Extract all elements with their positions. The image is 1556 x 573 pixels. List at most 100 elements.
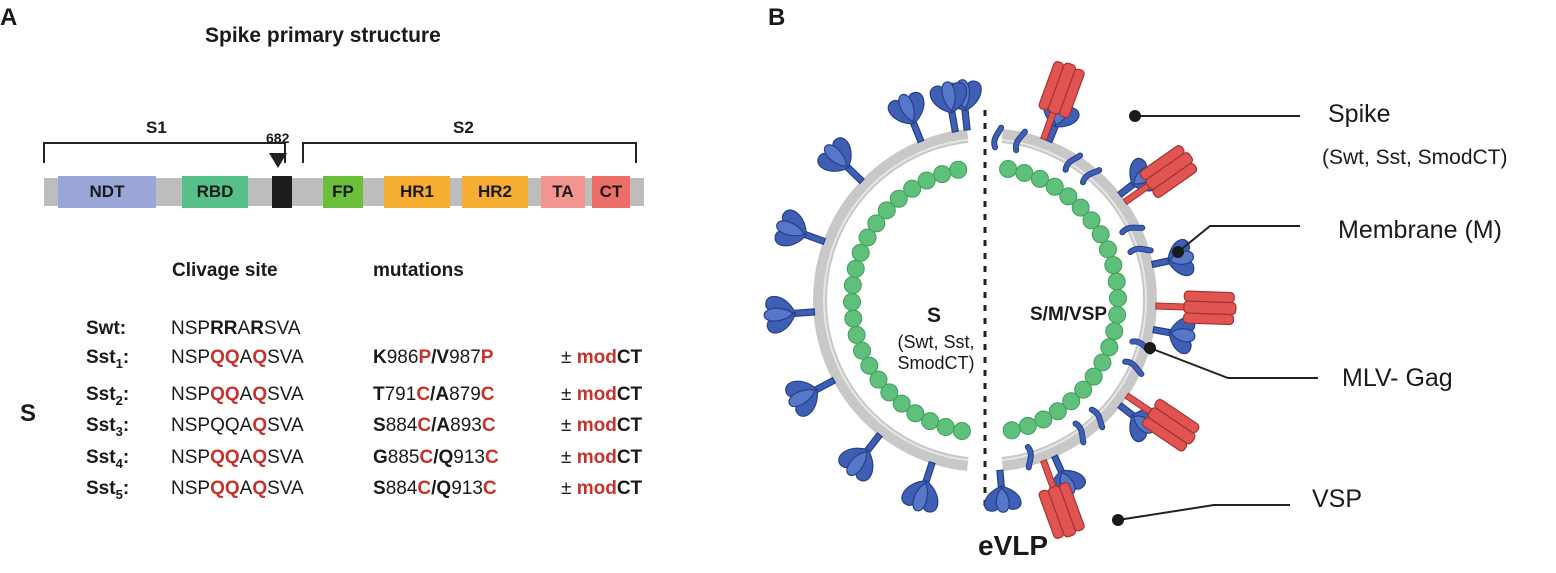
sequence-segment: NSPQQA [171, 415, 253, 436]
mutation-segment: 791 [384, 384, 417, 405]
mutation-segment: P [480, 347, 494, 368]
mutation-segment: / [431, 415, 437, 436]
left-half-sub: (Swt, Sst, SmodCT) [886, 332, 986, 374]
sequence-segment: Q [252, 447, 268, 468]
callout-gag: MLV- Gag [1342, 364, 1453, 392]
mutation-segment: / [433, 447, 439, 468]
gag-bead [843, 276, 862, 295]
mutation-segment: C [417, 478, 432, 499]
mutation-segment: C [419, 447, 434, 468]
sequence-segment: SVA [267, 415, 304, 436]
vsp-icon [1122, 145, 1198, 206]
mutation-segment: / [431, 347, 437, 368]
vsp-icon [1038, 459, 1085, 539]
gag-bead [1104, 256, 1123, 275]
s2-bracket [302, 142, 637, 163]
gag-bead [1107, 272, 1126, 291]
sequence-segment: R [250, 318, 264, 339]
mutation-segment: S [373, 415, 386, 436]
domain-ndt: NDT [58, 176, 156, 208]
construct-colon: : [122, 347, 130, 368]
sequence-segment: SVA [267, 384, 304, 405]
mutation-segment: C [484, 447, 499, 468]
vsp-icon [1038, 61, 1085, 141]
sequence-segment: Q [252, 415, 268, 436]
mutations-header: mutations [373, 260, 464, 281]
ct-text: CT [616, 478, 643, 499]
sequence-segment: Q [252, 384, 268, 405]
construct-name: Sst2: [86, 384, 129, 408]
leader-gag [1149, 347, 1318, 379]
spike-icon [838, 432, 883, 482]
cleavage-sequence: NSPQQAQSVA [171, 447, 304, 469]
gag-bead [880, 383, 899, 402]
mutation-segment: 884 [385, 478, 418, 499]
gag-bead [999, 160, 1018, 179]
evlp-label: eVLP [978, 530, 1049, 561]
mutation-segment: Q [438, 447, 454, 468]
spike-icon [901, 460, 939, 513]
mod-text: mod [576, 347, 617, 368]
mutation-text: K986P/V987P [373, 347, 493, 369]
sequence-segment: QQ [210, 347, 240, 368]
sequence-segment: A [239, 384, 253, 405]
membrane-protein-icon [1127, 245, 1154, 256]
mutation-text: T791C/A879C [373, 384, 495, 406]
ct-text: CT [616, 347, 643, 368]
membrane-protein-icon [1024, 444, 1034, 471]
mutation-segment: C [482, 478, 497, 499]
modct-text: ± modCT [561, 347, 642, 369]
mod-text: mod [576, 478, 617, 499]
construct-name-text: Sst [86, 447, 116, 468]
construct-subscript: 2 [115, 392, 123, 408]
spike-icon [1150, 238, 1195, 277]
leader-vsp-dot [1112, 514, 1124, 526]
left-sub-line-1: (Swt, Sst, [897, 332, 975, 352]
mutation-segment: S [373, 478, 386, 499]
membrane-protein-icon [1088, 406, 1106, 431]
spike-icon [763, 295, 816, 334]
group-label: S [20, 400, 37, 427]
gag-bead [1059, 187, 1078, 206]
domain-ta: TA [541, 176, 585, 208]
construct-name-text: Sst [86, 415, 116, 436]
sequence-segment: RR [210, 318, 238, 339]
sequence-segment: SVA [267, 447, 304, 468]
sequence-segment: A [239, 447, 253, 468]
spike-icon [984, 469, 1022, 513]
sequence-segment: A [239, 347, 253, 368]
gag-bead [906, 404, 925, 423]
spike-icon [817, 137, 865, 185]
membrane-protein-icon [991, 124, 1005, 151]
mutation-segment: 913 [451, 478, 483, 499]
s1-label: S1 [146, 118, 167, 137]
sequence-segment: QQ [210, 447, 240, 468]
domain-rbd: RBD [182, 176, 248, 208]
mod-text: mod [576, 384, 617, 405]
ct-text: CT [616, 447, 643, 468]
gag-bead [843, 292, 862, 311]
construct-name: Sst1: [86, 347, 129, 371]
membrane-left-inner [823, 138, 969, 462]
gag-bead [1091, 225, 1110, 244]
cleavage-sequence: NSPQQAQSVA [171, 478, 304, 500]
gag-bead [1018, 416, 1037, 435]
plus-minus: ± [561, 384, 577, 405]
mutation-segment: G [373, 447, 388, 468]
construct-name-text: Sst [86, 478, 116, 499]
s2-label: S2 [453, 118, 474, 137]
construct-colon: : [122, 478, 130, 499]
gag-bead [1030, 169, 1049, 188]
gag-bead [1074, 380, 1093, 399]
gag-bead [936, 418, 955, 437]
construct-name: Sst3: [86, 415, 129, 439]
cleavage-sequence: NSPRRARSVA [171, 318, 301, 340]
ct-text: CT [616, 415, 643, 436]
mutation-segment: C [416, 384, 431, 405]
mutation-segment: A [435, 384, 450, 405]
gag-bead [1045, 177, 1064, 196]
leader-membrane-dot [1172, 246, 1184, 258]
mutation-segment: / [430, 384, 436, 405]
spike-icon [887, 91, 925, 144]
